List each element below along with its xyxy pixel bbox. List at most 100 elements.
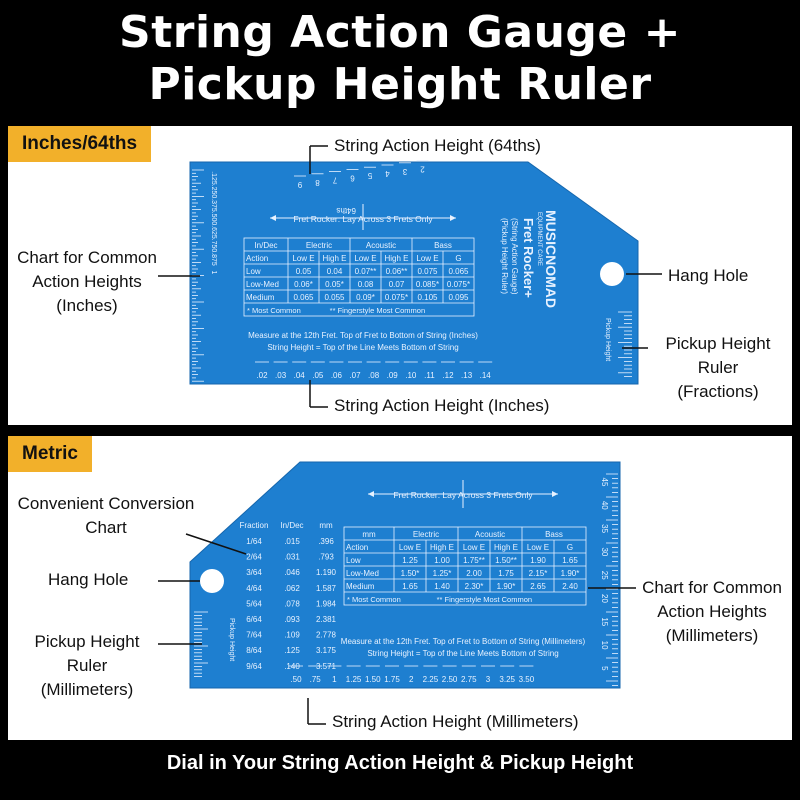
table-group-header: Bass: [434, 241, 452, 250]
table-cell: 2.00: [466, 569, 482, 578]
table-cell: High E: [384, 254, 408, 263]
table-cell: 1.25: [402, 556, 418, 565]
table-group-header: Electric: [413, 530, 439, 539]
table-cell: 1.65: [402, 582, 418, 591]
callout-mm-bottom: String Action Height (Millimeters): [332, 712, 579, 731]
table-cell: High E: [430, 543, 454, 552]
metric-side-ruler-ticks: [606, 473, 618, 687]
table-group-header: Acoustic: [475, 530, 505, 539]
64ths-value: 9: [297, 180, 302, 189]
footer-tagline: Dial in Your String Action Height & Pick…: [166, 752, 634, 774]
callout-inches-bottom: String Action Height (Inches): [334, 396, 550, 415]
callout-pickup-mm: Pickup Height Ruler (Millimeters): [34, 632, 140, 699]
title-line-2: Pickup Height Ruler: [148, 59, 652, 110]
table-cell: High E: [494, 543, 518, 552]
side-ruler-label: .125: [210, 171, 217, 185]
metric-hang-hole: [200, 569, 224, 593]
64ths-value: 2: [420, 165, 425, 174]
table-cell: Action: [346, 543, 368, 552]
mm-value: 3.50: [519, 675, 535, 684]
inch-value: .08: [368, 371, 380, 380]
conversion-cell: .109: [284, 631, 300, 640]
inch-value: .13: [461, 371, 473, 380]
table-cell: Low: [346, 556, 361, 565]
table-cell: 0.07**: [355, 267, 377, 276]
conversion-cell: .046: [284, 568, 300, 577]
conversion-cell: 9/64: [246, 662, 262, 671]
conversion-cell: .062: [284, 584, 300, 593]
table-cell: 1.75**: [463, 556, 485, 565]
inches-height-note: String Height = Top of the Line Meets Bo…: [267, 343, 458, 352]
conversion-header: Fraction: [240, 521, 269, 530]
side-ruler-label: 10: [600, 641, 609, 650]
table-cell: 0.065: [293, 293, 314, 302]
inches-fret-rocker-text: Fret Rocker: Lay Across 3 Frets Only: [293, 214, 433, 224]
table-cell: 0.065: [448, 267, 469, 276]
64ths-value: 5: [367, 171, 372, 180]
callout-metric-chart: Chart for Common Action Heights (Millime…: [642, 578, 782, 645]
inches-tag: Inches/64ths: [8, 126, 152, 162]
table-cell: 0.08: [358, 280, 374, 289]
conversion-cell: 8/64: [246, 646, 262, 655]
table-group-header: Bass: [545, 530, 563, 539]
table-group-header: Electric: [306, 241, 332, 250]
mm-value: 1: [332, 675, 337, 684]
mm-value: 3: [486, 675, 491, 684]
table-cell: Low E: [399, 543, 421, 552]
inches-measure-note: Measure at the 12th Fret. Top of Fret to…: [248, 331, 478, 340]
metric-height-note: String Height = Top of the Line Meets Bo…: [367, 649, 558, 658]
64ths-value: 8: [315, 178, 320, 187]
table-cell: 0.075*: [385, 293, 408, 302]
table-cell: High E: [322, 254, 346, 263]
table-cell: 0.055: [324, 293, 345, 302]
table-cell: 1.90*: [561, 569, 580, 578]
table-footnote: ** Fingerstyle Most Common: [437, 595, 532, 604]
table-cell: Low E: [292, 254, 314, 263]
conversion-cell: 3.175: [316, 646, 337, 655]
side-ruler-label: .875: [210, 252, 217, 266]
table-cell: Low: [246, 267, 261, 276]
callout-hang-hole-metric: Hang Hole: [48, 570, 129, 589]
mm-value: 1.75: [384, 675, 400, 684]
side-ruler-label: .750: [210, 239, 217, 253]
table-cell: 0.07: [389, 280, 405, 289]
table-cell: Low E: [354, 254, 376, 263]
table-cell: 1.90*: [497, 582, 516, 591]
conversion-cell: 2.381: [316, 615, 337, 624]
table-cell: 1.25*: [433, 569, 452, 578]
table-cell: 0.05: [296, 267, 312, 276]
table-group-header: mm: [362, 530, 376, 539]
inches-product: Fret Rocker+: [521, 218, 536, 298]
side-ruler-label: 45: [600, 478, 609, 487]
conversion-cell: .078: [284, 599, 300, 608]
table-cell: Low E: [527, 543, 549, 552]
conversion-cell: 1/64: [246, 537, 262, 546]
metric-gauge-body: [189, 461, 621, 689]
conversion-cell: 3/64: [246, 568, 262, 577]
64ths-value: 3: [402, 167, 407, 176]
table-cell: 0.05*: [325, 280, 344, 289]
conversion-cell: 7/64: [246, 631, 262, 640]
table-footnote: * Most Common: [247, 306, 301, 315]
conversion-cell: 1.984: [316, 599, 337, 608]
mm-value: 1.50: [365, 675, 381, 684]
metric-pickup-ruler: [194, 611, 208, 678]
conversion-cell: .031: [284, 553, 300, 562]
table-footnote: * Most Common: [347, 595, 401, 604]
table-cell: 1.50*: [401, 569, 420, 578]
mm-value: 2.75: [461, 675, 477, 684]
table-cell: 1.50**: [495, 556, 517, 565]
inch-value: .03: [275, 371, 287, 380]
inch-value: .14: [480, 371, 492, 380]
conversion-cell: 6/64: [246, 615, 262, 624]
table-cell: 0.075: [417, 267, 438, 276]
table-cell: 0.095: [448, 293, 469, 302]
table-cell: 0.04: [327, 267, 343, 276]
mm-value: 3.25: [499, 675, 515, 684]
